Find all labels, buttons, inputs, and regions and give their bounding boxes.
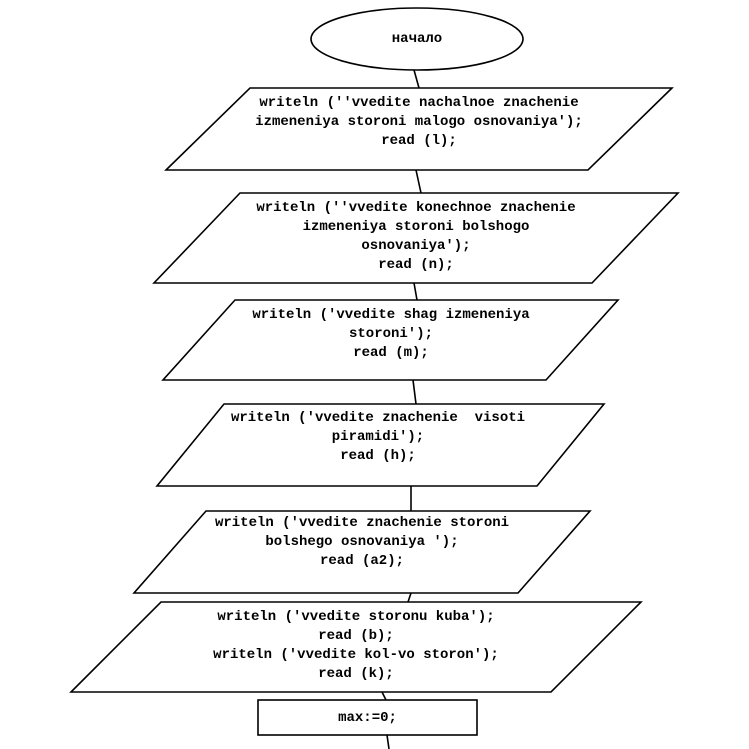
- start-terminator-shape: [310, 7, 524, 71]
- io-parallelogram-3: [161, 299, 620, 381]
- io-parallelogram-2: [152, 192, 680, 284]
- io-parallelogram-6: [69, 601, 643, 693]
- connector-3: [413, 282, 418, 301]
- process-rectangle: [257, 699, 478, 736]
- io-parallelogram-5: [132, 510, 592, 594]
- connector-6: [407, 592, 412, 603]
- io-parallelogram-4: [155, 403, 606, 487]
- io-parallelogram-1: [164, 87, 674, 171]
- connector-2: [415, 169, 422, 194]
- connector-8: [386, 734, 390, 749]
- connector-7: [381, 691, 387, 701]
- connector-4: [412, 379, 417, 405]
- connector-1: [413, 69, 420, 89]
